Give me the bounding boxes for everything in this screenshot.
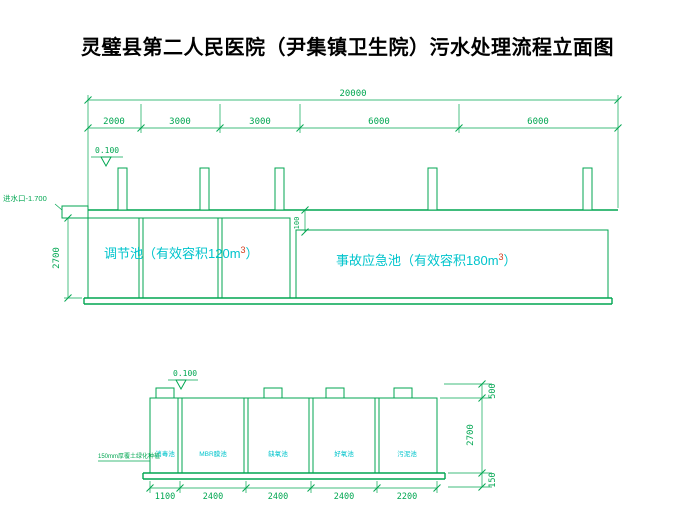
right-extension-lines bbox=[440, 383, 492, 488]
vent-box bbox=[325, 387, 345, 399]
surface-note-label: 150mm厚覆土绿化种植 bbox=[98, 452, 160, 460]
tank-label-text: 事故应急池（有效容积180m bbox=[336, 253, 499, 268]
width-dim-label: 2200 bbox=[397, 492, 417, 502]
compartment-label: 消毒池 bbox=[155, 449, 175, 458]
top-dimension-lines bbox=[88, 99, 618, 129]
step-dimension: 100 bbox=[293, 206, 309, 236]
bottom-section-view: 0.100 消 bbox=[98, 369, 498, 502]
bottom-extension-lines bbox=[149, 481, 438, 493]
width-dim-label: 1100 bbox=[155, 492, 175, 502]
top-extension-lines bbox=[87, 95, 619, 208]
width-dim-label: 2400 bbox=[268, 492, 288, 502]
tank-covers bbox=[155, 387, 413, 399]
vent-post bbox=[199, 167, 210, 211]
compartment-label: 污泥池 bbox=[397, 449, 417, 458]
segment-dim-label: 6000 bbox=[368, 117, 390, 127]
inlet-label: 进水口-1.700 bbox=[3, 193, 47, 203]
right-height-dimensions: 500 2700 150 bbox=[440, 380, 498, 491]
vent-post bbox=[274, 167, 285, 211]
height-dim-label: 2700 bbox=[52, 247, 62, 269]
base-slab-bottom bbox=[142, 472, 446, 480]
segment-dim-label: 2000 bbox=[103, 117, 125, 127]
segment-dim-label: 3000 bbox=[249, 117, 271, 127]
tank-label-text: ） bbox=[246, 246, 259, 261]
height-dim-label: 150 bbox=[488, 472, 498, 487]
overall-dim-label: 20000 bbox=[339, 89, 366, 99]
tank-label-superscript: 3 bbox=[241, 245, 246, 255]
compartment-label: 缺氧池 bbox=[268, 449, 288, 458]
regulating-tank-walls bbox=[138, 218, 223, 298]
emergency-tank-label: 事故应急池（有效容积180m3） bbox=[336, 252, 517, 268]
compartment-label: 好氧池 bbox=[334, 449, 354, 458]
elevation-marker-bottom: 0.100 bbox=[168, 369, 198, 391]
segment-dim-label: 6000 bbox=[527, 117, 549, 127]
tank-label-text: 调节池（有效容积120m bbox=[104, 246, 241, 261]
top-elevation-view: 20000 2000 3000 3000 6000 6000 0.100 进水口… bbox=[3, 89, 622, 305]
inlet: 进水口-1.700 bbox=[3, 193, 89, 219]
surface-note: 150mm厚覆土绿化种植 bbox=[98, 452, 160, 462]
elevation-marker-top: 0.100 bbox=[91, 146, 123, 168]
regulating-tank-label: 调节池（有效容积120m3） bbox=[104, 245, 259, 261]
bottom-width-dimensions: 1100 2400 2400 2400 2200 bbox=[146, 481, 441, 502]
vent-posts bbox=[117, 167, 593, 211]
width-dim-label: 2400 bbox=[203, 492, 223, 502]
treatment-tank-body bbox=[149, 397, 438, 474]
elevation-mark-label: 0.100 bbox=[173, 369, 197, 378]
step-dim-label: 100 bbox=[293, 217, 301, 230]
drawing-title: 灵璧县第二人民医院（尹集镇卫生院）污水处理流程立面图 bbox=[81, 37, 614, 59]
base-slab-top bbox=[83, 297, 613, 305]
inlet-leader-line bbox=[54, 203, 63, 211]
elevation-flag-icon bbox=[100, 156, 112, 168]
vent-box bbox=[263, 387, 283, 399]
height-dim-label: 500 bbox=[488, 383, 498, 398]
vent-post bbox=[582, 167, 593, 211]
elevation-mark-label: 0.100 bbox=[95, 146, 119, 155]
elevation-flag-icon bbox=[175, 379, 187, 391]
tank-label-superscript: 3 bbox=[499, 252, 504, 262]
compartment-label: MBR膜池 bbox=[199, 449, 227, 458]
tank-label-text: ） bbox=[504, 253, 517, 268]
compartment-walls bbox=[177, 398, 380, 473]
vent-post bbox=[117, 167, 128, 211]
height-dim-label: 2700 bbox=[466, 424, 476, 446]
width-dim-label: 2400 bbox=[334, 492, 354, 502]
inlet-pipe bbox=[61, 205, 89, 219]
vent-box bbox=[393, 387, 413, 399]
vent-post bbox=[427, 167, 438, 211]
left-height-dimension: 2700 bbox=[52, 214, 86, 302]
vent-box bbox=[155, 387, 175, 399]
segment-dim-label: 3000 bbox=[169, 117, 191, 127]
